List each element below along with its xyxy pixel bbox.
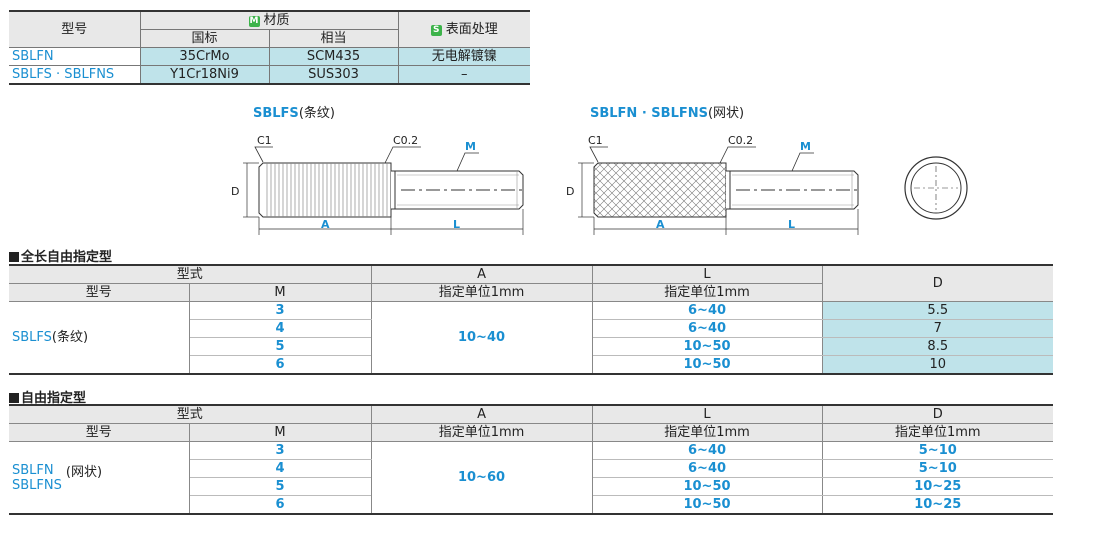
table-row: 4 6~40 5~10 xyxy=(9,459,1054,478)
diameter-d-label: D xyxy=(231,185,239,198)
table-row: 5 10~50 10~25 xyxy=(9,477,1054,496)
spec-table-full-length: 型式 A L D 型号 M 指定单位1mm 指定单位1mm SBLFS(条纹) … xyxy=(9,264,1054,375)
square-bullet-icon xyxy=(9,393,19,403)
knurled-screw-straight-drawing: C1 C0.2 M D A L xyxy=(231,134,525,235)
l-cell: 6~40 xyxy=(591,301,823,320)
square-bullet-icon xyxy=(9,252,19,262)
knurled-screw-diamond-drawing: C1 C0.2 M D A L xyxy=(566,134,860,235)
l-cell: 10~50 xyxy=(591,355,823,374)
left-drawing-title: SBLFS(条纹) xyxy=(253,106,335,121)
d-cell: 5~10 xyxy=(821,441,1054,460)
length-a-label: A xyxy=(656,218,665,231)
chamfer-c02-label: C0.2 xyxy=(393,134,418,147)
equivalent-cell: SUS303 xyxy=(268,65,399,85)
table-row: 4 6~40 7 xyxy=(9,319,1054,338)
m-cell: 4 xyxy=(188,319,372,338)
l-cell: 10~50 xyxy=(591,495,823,514)
d-cell: 10~25 xyxy=(821,495,1054,514)
m-cell: 3 xyxy=(188,301,372,320)
header-type: 型式 xyxy=(9,405,372,424)
header-a-unit: 指定单位1mm xyxy=(370,423,593,442)
model-cell: SBLFS · SBLFNS xyxy=(9,65,141,85)
spec-table-free-spec: 型式 A L D 型号 M 指定单位1mm 指定单位1mm 指定单位1mm SB… xyxy=(9,404,1054,515)
l-cell: 10~50 xyxy=(591,337,823,356)
m-cell: 4 xyxy=(188,459,372,478)
section-title-free-spec: 自由指定型 xyxy=(9,387,86,406)
model-cell: SBLFN xyxy=(9,47,141,66)
d-cell: 10 xyxy=(821,355,1054,374)
l-cell: 6~40 xyxy=(591,459,823,478)
table-row: SBLFS · SBLFNS Y1Cr18Ni9 SUS303 – xyxy=(9,65,531,85)
diameter-d-label: D xyxy=(566,185,574,198)
surface-cell: – xyxy=(397,65,531,85)
header-m: M xyxy=(188,283,372,302)
m-cell: 5 xyxy=(188,337,372,356)
table-row: SBLFS(条纹) 3 10~40 6~40 5.5 xyxy=(9,301,1054,374)
right-drawing-title: SBLFN · SBLFNS(网状) xyxy=(590,106,745,121)
table-row: SBLFN 35CrMo SCM435 无电解镀镍 xyxy=(9,47,531,66)
national-cell: 35CrMo xyxy=(139,47,270,66)
surface-badge-icon: S xyxy=(430,25,442,36)
section-title-full-length: 全长自由指定型 xyxy=(9,246,112,265)
m-cell: 6 xyxy=(188,495,372,514)
end-view-drawing xyxy=(904,156,968,220)
m-cell: 5 xyxy=(188,477,372,496)
l-cell: 6~40 xyxy=(591,441,823,460)
header-a: A xyxy=(370,265,593,284)
model-cell: SBLFS(条纹) xyxy=(9,301,190,374)
m-cell: 3 xyxy=(188,441,372,460)
d-cell: 7 xyxy=(821,319,1054,338)
material-badge-icon: M xyxy=(248,16,260,27)
a-range-cell: 10~60 xyxy=(370,441,593,514)
header-a: A xyxy=(370,405,593,424)
chamfer-c02-label: C0.2 xyxy=(728,134,753,147)
m-cell: 6 xyxy=(188,355,372,374)
header-l: L xyxy=(591,405,823,424)
header-equivalent: 相当 xyxy=(268,29,399,48)
header-d-unit: 指定单位1mm xyxy=(821,423,1054,442)
header-l: L xyxy=(591,265,823,284)
l-cell: 10~50 xyxy=(591,477,823,496)
national-cell: Y1Cr18Ni9 xyxy=(139,65,270,85)
header-a-unit: 指定单位1mm xyxy=(370,283,593,302)
header-national: 国标 xyxy=(140,29,270,48)
a-range-cell: 10~40 xyxy=(370,301,593,374)
equivalent-cell: SCM435 xyxy=(268,47,399,66)
d-cell: 5.5 xyxy=(821,301,1054,320)
l-cell: 6~40 xyxy=(591,319,823,338)
chamfer-c1-label: C1 xyxy=(257,134,272,147)
thread-m-label: M xyxy=(465,140,476,153)
header-m: M xyxy=(188,423,372,442)
surface-cell: 无电解镀镍 xyxy=(397,47,531,66)
length-l-label: L xyxy=(453,218,460,231)
header-l-unit: 指定单位1mm xyxy=(591,423,823,442)
table-row: 6 10~50 10~25 xyxy=(9,495,1054,514)
thread-m-label: M xyxy=(800,140,811,153)
header-l-unit: 指定单位1mm xyxy=(591,283,823,302)
length-l-label: L xyxy=(788,218,795,231)
header-model: 型号 xyxy=(9,423,190,442)
chamfer-c1-label: C1 xyxy=(588,134,603,147)
length-a-label: A xyxy=(321,218,330,231)
table-row: 5 10~50 8.5 xyxy=(9,337,1054,356)
header-type: 型式 xyxy=(9,265,372,284)
header-model: 型号 xyxy=(9,283,190,302)
d-cell: 8.5 xyxy=(821,337,1054,356)
header-d: D xyxy=(821,265,1054,302)
table-row: 6 10~50 10 xyxy=(9,355,1054,374)
header-d: D xyxy=(821,405,1054,424)
header-model: 型号 xyxy=(9,10,141,48)
d-cell: 10~25 xyxy=(821,477,1054,496)
d-cell: 5~10 xyxy=(821,459,1054,478)
